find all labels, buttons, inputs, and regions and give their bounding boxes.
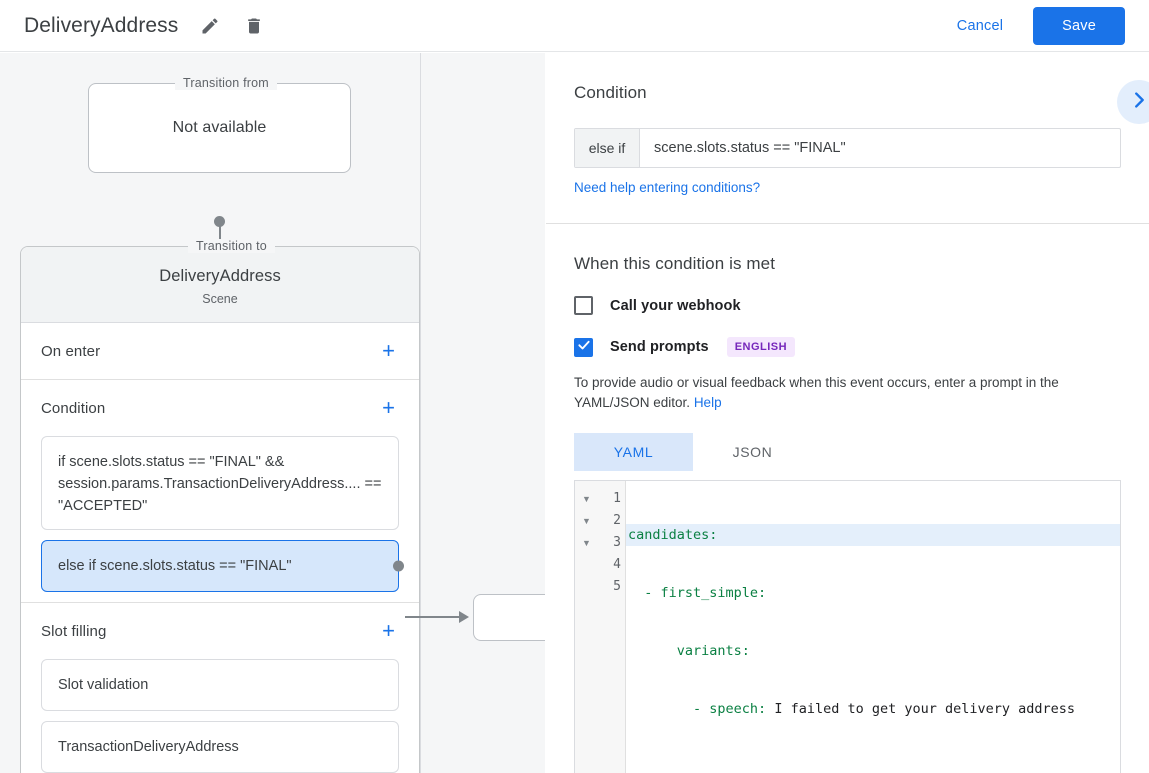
app-header: DeliveryAddress Cancel Save [0,0,1149,52]
editor-fold-column: ▼ ▼ ▼ [575,481,598,773]
add-slot-filling-button[interactable]: + [382,618,395,643]
call-webhook-checkbox[interactable] [574,296,593,315]
language-badge: ENGLISH [726,337,796,357]
details-panel: Condition else if Need help entering con… [546,53,1149,773]
canvas-divider [420,53,421,773]
line-number: 4 [613,557,621,572]
code-key: candidates: [628,527,718,543]
fold-toggle[interactable]: ▼ [582,494,591,504]
section-header-slot-filling: Slot filling + [41,603,399,659]
scene-subtitle: Scene [202,292,238,306]
condition-help-link[interactable]: Need help entering conditions? [574,180,761,195]
code-indent [628,643,677,659]
code-indent [628,585,644,601]
save-button[interactable]: Save [1033,6,1125,45]
transition-from-node[interactable]: Not available [88,83,351,173]
slot-filling-item[interactable]: Slot validation [41,659,399,711]
fold-spacer [575,554,598,576]
cancel-button[interactable]: Cancel [941,9,1019,43]
webhook-row[interactable]: Call your webhook [574,296,1121,315]
transition-from-label: Not available [172,119,267,136]
code-line[interactable] [626,756,1120,773]
edit-button[interactable] [192,8,228,44]
fold-toggle[interactable]: ▼ [582,538,591,548]
add-condition-button[interactable]: + [382,395,395,420]
line-number: 1 [613,491,621,506]
when-condition-met-section: When this condition is met Call your web… [546,224,1149,773]
condition-item[interactable]: if scene.slots.status == "FINAL" && sess… [41,436,399,530]
condition-item-selected[interactable]: else if scene.slots.status == "FINAL" [41,540,404,592]
tab-json[interactable]: JSON [732,444,773,460]
transition-to-node[interactable]: DeliveryAddress Scene On enter + Conditi… [20,246,420,773]
condition-section: Condition else if Need help entering con… [546,53,1149,224]
transition-to-legend: Transition to [188,239,275,253]
add-on-enter-button[interactable]: + [382,338,395,363]
trash-icon [244,16,264,36]
transition-from-legend: Transition from [175,76,277,90]
code-line[interactable]: - first_simple: [626,582,1120,604]
code-key: - speech: [693,701,767,717]
code-indent [628,701,693,717]
expand-panel-button[interactable] [1117,80,1149,124]
code-key: variants: [676,643,750,659]
editor-line-numbers: 1 2 3 4 5 [598,481,626,773]
checkmark-icon [577,338,591,357]
next-node[interactable] [473,594,545,641]
condition-heading: Condition [574,83,647,102]
section-on-enter: On enter + [21,323,419,380]
delete-button[interactable] [236,8,272,44]
condition-input[interactable] [640,129,1120,167]
when-condition-heading: When this condition is met [574,254,776,273]
send-prompts-checkbox[interactable] [574,337,593,357]
line-number: 2 [613,513,621,528]
prompts-hint-text: To provide audio or visual feedback when… [574,375,1059,410]
line-number: 3 [613,535,621,550]
condition-input-row[interactable]: else if [574,128,1121,168]
send-prompts-label: Send prompts [610,339,709,355]
scene-title: DeliveryAddress [159,267,281,285]
page-title: DeliveryAddress [24,13,179,37]
condition-prefix-label: else if [575,129,640,167]
condition-output-handle[interactable] [393,560,404,572]
section-slot-filling: Slot filling + Slot validation Transacti… [21,603,419,773]
chevron-right-icon [1128,89,1149,116]
fold-spacer [575,576,598,598]
call-webhook-label: Call your webhook [610,297,741,314]
section-condition: Condition + if scene.slots.status == "FI… [21,380,419,603]
edge-line [405,616,465,618]
section-title-condition: Condition [41,399,106,417]
editor-format-tabs: YAML JSON [574,433,1121,471]
line-number: 5 [613,579,621,594]
pencil-icon [200,16,220,36]
code-editor[interactable]: ▼ ▼ ▼ 1 2 3 4 5 candidates: - first_simp… [574,480,1121,773]
section-title-slot-filling: Slot filling [41,622,107,640]
fold-toggle[interactable]: ▼ [582,516,591,526]
code-line[interactable]: candidates: [626,524,1120,546]
condition-item-selected-label: else if scene.slots.status == "FINAL" [58,558,292,574]
slot-filling-item[interactable]: TransactionDeliveryAddress [41,721,399,773]
editor-code-area[interactable]: candidates: - first_simple: variants: - … [626,481,1120,773]
tab-yaml[interactable]: YAML [574,433,693,471]
code-key: - first_simple: [644,585,767,601]
section-header-on-enter: On enter + [41,323,399,379]
prompts-hint: To provide audio or visual feedback when… [574,373,1121,413]
section-title-on-enter: On enter [41,342,101,360]
send-prompts-row[interactable]: Send prompts ENGLISH [574,337,1121,357]
scene-header: DeliveryAddress Scene [21,247,419,323]
edge-arrow-icon [459,611,469,623]
flow-canvas[interactable]: Not available Transition from DeliveryAd… [0,53,545,773]
code-line[interactable]: - speech: I failed to get your delivery … [626,698,1120,720]
code-line[interactable]: variants: [626,640,1120,662]
prompts-help-link[interactable]: Help [693,395,722,410]
section-header-condition: Condition + [41,380,399,436]
code-value: I failed to get your delivery address [766,701,1076,717]
